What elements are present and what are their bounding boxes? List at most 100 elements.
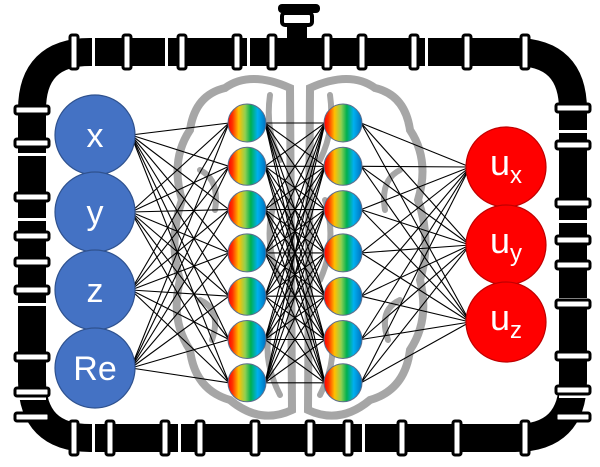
input-node-label: y bbox=[87, 194, 104, 232]
pipe-joint-gap bbox=[247, 38, 250, 66]
pipe-coupling bbox=[554, 139, 592, 151]
output-node-uz: uz bbox=[465, 281, 547, 363]
edge-hidden2-output bbox=[360, 166, 471, 297]
pipe-coupling bbox=[121, 33, 133, 71]
pipe-body bbox=[18, 38, 587, 452]
pipe-coupling bbox=[554, 298, 592, 310]
pipe-coupling bbox=[68, 33, 80, 71]
pipe-coupling bbox=[342, 419, 354, 457]
pipe-joint-gap bbox=[165, 38, 168, 66]
edge-hidden2-output bbox=[360, 321, 471, 341]
edge-hidden2-output bbox=[360, 209, 471, 246]
pipe-joint-gap bbox=[559, 130, 587, 133]
edge-input-hidden1 bbox=[130, 122, 230, 213]
pipe-coupling bbox=[159, 419, 171, 457]
pipe-coupling bbox=[321, 33, 333, 71]
edge-hidden1-hidden2 bbox=[264, 122, 326, 210]
pipe-joint-gap bbox=[18, 153, 46, 156]
edge-hidden2-output bbox=[360, 321, 471, 384]
pipe-coupling bbox=[13, 351, 51, 363]
pipe-coupling bbox=[451, 419, 463, 457]
pipe-coupling bbox=[519, 33, 531, 71]
edge-input-hidden1 bbox=[130, 211, 230, 254]
edge-hidden2-output bbox=[360, 252, 471, 323]
edge-hidden1-hidden2 bbox=[264, 339, 326, 384]
input-node-y: y bbox=[54, 171, 136, 253]
pipe-coupling bbox=[461, 33, 473, 71]
edge-hidden2-output bbox=[360, 209, 471, 323]
edge-input-hidden1 bbox=[130, 165, 230, 213]
edge-hidden2-output bbox=[360, 122, 471, 168]
pipe-joint-gap bbox=[18, 303, 46, 306]
output-node-ux: ux bbox=[465, 126, 547, 208]
edge-hidden2-output bbox=[360, 295, 471, 323]
hidden-layers bbox=[227, 103, 363, 403]
edge-hidden2-output bbox=[360, 166, 471, 211]
edge-input-hidden1 bbox=[130, 209, 230, 369]
hidden-node bbox=[323, 363, 363, 403]
pipe-coupling bbox=[13, 191, 51, 203]
edge-input-hidden1 bbox=[130, 166, 230, 369]
pipe-coupling bbox=[13, 284, 51, 296]
edge-hidden2-output bbox=[360, 166, 471, 384]
pipe-coupling bbox=[68, 419, 80, 457]
hidden-node bbox=[227, 320, 267, 359]
edge-input-hidden1 bbox=[130, 209, 230, 213]
input-node-circle bbox=[54, 327, 136, 409]
pipe-coupling bbox=[408, 33, 420, 71]
edge-hidden1-hidden2 bbox=[264, 122, 326, 383]
pipe-coupling bbox=[13, 230, 51, 242]
edge-input-hidden1 bbox=[130, 134, 230, 167]
edge-hidden2-output bbox=[360, 166, 471, 254]
edge-input-hidden1 bbox=[130, 134, 230, 211]
edge-hidden1-hidden2 bbox=[264, 122, 326, 340]
hidden-node bbox=[323, 146, 363, 186]
edge-input-hidden1 bbox=[130, 134, 230, 384]
hidden-node bbox=[227, 146, 267, 186]
pipe-joint-gap bbox=[362, 424, 365, 452]
pipe-coupling bbox=[13, 104, 51, 116]
pipe-coupling bbox=[194, 419, 206, 457]
hidden-layer-1 bbox=[227, 103, 267, 403]
pipe-coupling bbox=[554, 411, 592, 423]
pipe-joint-gap bbox=[92, 424, 95, 452]
input-node-re: Re bbox=[54, 327, 136, 409]
output-node-label: ux bbox=[490, 142, 522, 189]
output-node-label: uy bbox=[490, 220, 522, 267]
pipe-couplings bbox=[13, 33, 592, 457]
input-node-x: x bbox=[54, 94, 136, 176]
edge-input-hidden1 bbox=[130, 252, 230, 369]
pipe-coupling bbox=[554, 350, 592, 362]
edge-hidden1-hidden2 bbox=[264, 252, 326, 384]
pipe-joint-gap bbox=[18, 397, 46, 400]
pipe-coupling bbox=[304, 419, 316, 457]
edge-hidden1-hidden2 bbox=[264, 122, 326, 254]
edge-input-hidden1 bbox=[130, 134, 230, 340]
edge-input-hidden1 bbox=[130, 209, 230, 291]
pipe-coupling bbox=[554, 197, 592, 209]
edge-hidden1-hidden2 bbox=[264, 209, 326, 383]
edge-input-hidden1 bbox=[130, 211, 230, 297]
hidden-node bbox=[323, 103, 363, 143]
edge-input-hidden1 bbox=[130, 134, 230, 297]
pipe-joint-gap bbox=[559, 395, 587, 398]
output-layer: ux uy uz bbox=[465, 126, 547, 363]
network-edges bbox=[130, 122, 471, 384]
edge-input-hidden1 bbox=[130, 122, 230, 369]
edge-input-hidden1 bbox=[130, 122, 230, 291]
hidden-node bbox=[227, 233, 267, 273]
pipe-coupling bbox=[13, 386, 51, 398]
hidden-node bbox=[323, 320, 363, 359]
edge-hidden2-output bbox=[360, 244, 471, 254]
pipe-joint-gap bbox=[92, 38, 95, 66]
pipe-joint-gap bbox=[559, 220, 587, 223]
hidden-node bbox=[227, 363, 267, 403]
pipe-coupling bbox=[554, 102, 592, 114]
hidden-node bbox=[227, 276, 267, 316]
pipe-coupling bbox=[13, 256, 51, 268]
edge-input-hidden1 bbox=[130, 211, 230, 340]
input-layer: x y z Re bbox=[54, 94, 136, 409]
input-node-label: x bbox=[87, 117, 104, 155]
edge-hidden2-output bbox=[360, 244, 471, 297]
pipe-coupling bbox=[13, 137, 51, 149]
